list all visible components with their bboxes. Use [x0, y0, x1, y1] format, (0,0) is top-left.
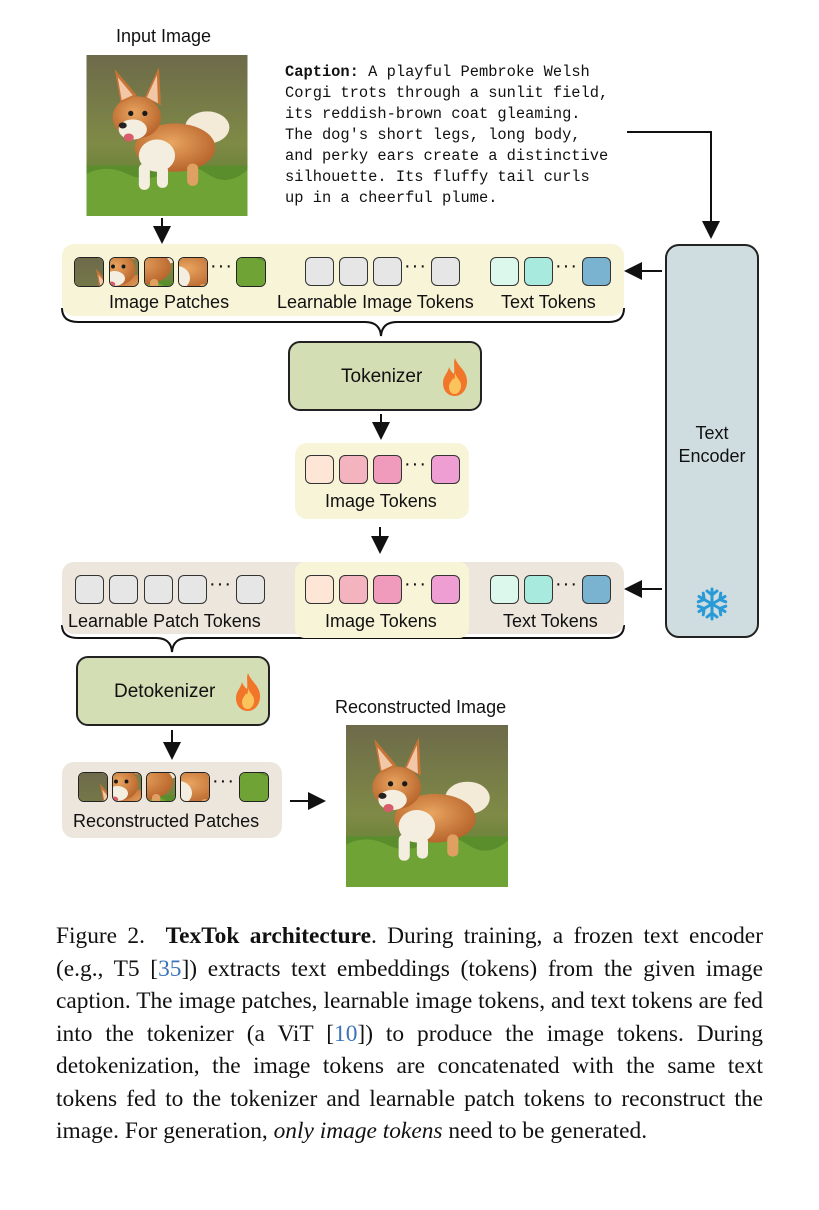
- image-token: [373, 455, 402, 484]
- learnable-patch-token: [75, 575, 104, 604]
- text-token: [490, 575, 519, 604]
- learnable-patch-token: [109, 575, 138, 604]
- caption-emphasis: only image tokens: [273, 1118, 443, 1144]
- image-token: [305, 455, 334, 484]
- image-token: [339, 455, 368, 484]
- learnable-image-token: [431, 257, 460, 286]
- reconstructed-patch: [180, 772, 210, 802]
- text-encoder-line2: Encoder: [678, 446, 746, 466]
- image-patches-label: Image Patches: [109, 292, 230, 312]
- reconstructed-patch: [239, 772, 269, 802]
- text-token: [524, 257, 553, 286]
- caption-part: ]) to produce the image tokens. During d…: [56, 1020, 763, 1145]
- figure-number: Figure 2.: [56, 923, 145, 949]
- caption-body: A playful Pembroke Welsh Corgi trots thr…: [285, 63, 609, 207]
- image-token: [431, 575, 460, 604]
- caption-part: . During training, a frozen text encoder…: [56, 923, 763, 982]
- reconstructed-patch: [78, 772, 108, 802]
- image-token: [373, 575, 402, 604]
- input-image-label: Input Image: [116, 26, 212, 46]
- figure-caption: Figure 2. TexTok architecture. During tr…: [56, 920, 763, 1148]
- learnable-image-token: [373, 257, 402, 286]
- learnable-patch-token: [144, 575, 173, 604]
- citation-link[interactable]: 35: [158, 955, 182, 982]
- image-patch: [236, 257, 266, 287]
- text-token: [524, 575, 553, 604]
- image-token: [305, 575, 334, 604]
- ellipsis: ···: [404, 453, 427, 475]
- reconstructed-patch: [146, 772, 176, 802]
- ellipsis: ···: [209, 573, 232, 595]
- learnable-patch-token: [236, 575, 265, 604]
- text-tokens-label: Text Tokens: [501, 292, 596, 312]
- ellipsis: ···: [404, 573, 427, 595]
- image-patch: [144, 257, 174, 287]
- reconstructed-image-label: Reconstructed Image: [335, 697, 507, 717]
- reconstructed-image: [346, 725, 508, 887]
- learnable-image-token: [339, 257, 368, 286]
- learnable-image-token: [305, 257, 334, 286]
- learnable-patch-token: [178, 575, 207, 604]
- learnable-image-tokens-label: Learnable Image Tokens: [277, 292, 474, 312]
- text-token: [490, 257, 519, 286]
- image-patch: [109, 257, 139, 287]
- snowflake-icon: [695, 587, 729, 621]
- figure-title: TexTok architecture: [165, 923, 371, 949]
- tokenizer-box: Tokenizer: [288, 341, 482, 411]
- image-token: [339, 575, 368, 604]
- ellipsis: ···: [555, 573, 578, 595]
- text-encoder-box: Text Encoder: [665, 244, 759, 638]
- connector-arrows: [61, 131, 720, 810]
- reconstructed-patch: [112, 772, 142, 802]
- ellipsis: ···: [210, 255, 233, 277]
- caption-part: ]) extracts text embeddings (tokens) fro…: [56, 955, 763, 1047]
- image-tokens-label: Image Tokens: [325, 491, 437, 511]
- citation-link[interactable]: 10: [334, 1020, 358, 1047]
- tokenizer-label: Tokenizer: [341, 366, 423, 387]
- detokenizer-label: Detokenizer: [114, 681, 216, 702]
- text-tokens-label-2: Text Tokens: [503, 611, 598, 631]
- fire-icon: [443, 358, 468, 396]
- ellipsis: ···: [404, 255, 427, 277]
- detokenizer-box: Detokenizer: [76, 656, 270, 726]
- image-patch: [178, 257, 208, 287]
- learnable-patch-tokens-label: Learnable Patch Tokens: [68, 611, 261, 631]
- caption-part: need to be generated.: [442, 1118, 648, 1144]
- caption-text: Caption: A playful Pembroke Welsh Corgi …: [285, 62, 608, 209]
- image-tokens-label-2: Image Tokens: [325, 611, 437, 631]
- image-patch: [74, 257, 104, 287]
- reconstructed-patches-label: Reconstructed Patches: [73, 811, 260, 831]
- text-encoder-label: Text Encoder: [667, 422, 757, 468]
- fire-icon: [236, 673, 261, 711]
- ellipsis: ···: [212, 770, 235, 792]
- caption-prefix: Caption:: [285, 63, 359, 81]
- text-encoder-line1: Text: [695, 423, 729, 443]
- text-token: [582, 257, 611, 286]
- image-token: [431, 455, 460, 484]
- text-token: [582, 575, 611, 604]
- ellipsis: ···: [555, 255, 578, 277]
